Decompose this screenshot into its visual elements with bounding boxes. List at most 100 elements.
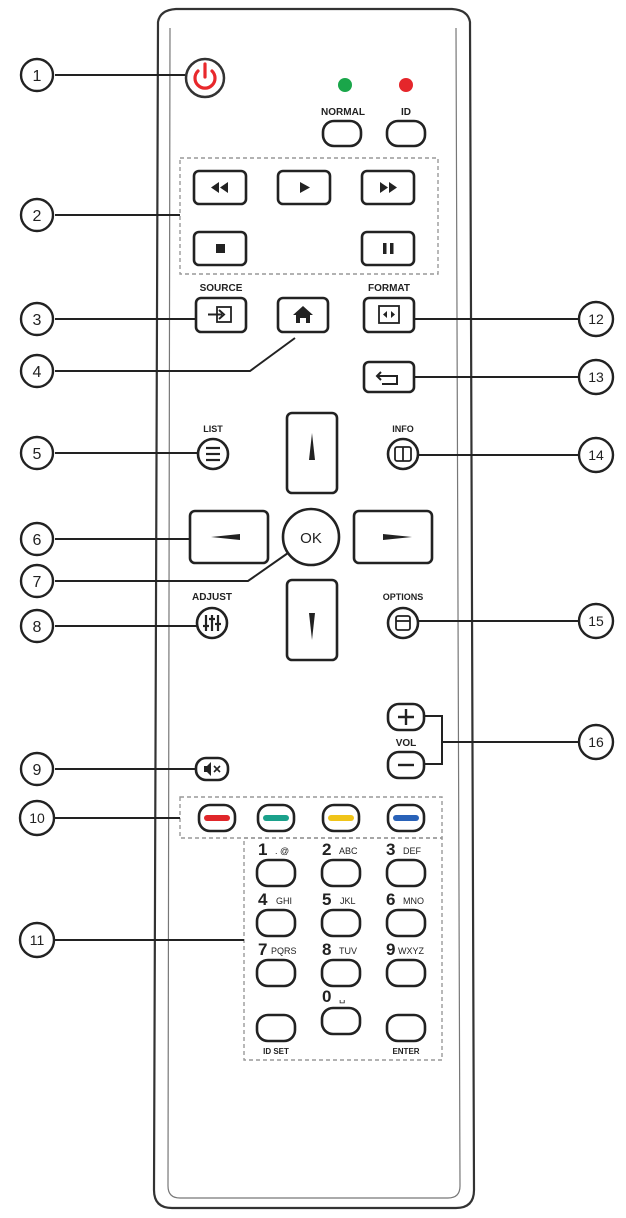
- key-digit: 5: [322, 890, 331, 909]
- svg-text:1: 1: [33, 68, 42, 85]
- id-set-button[interactable]: ID SET: [255, 1013, 297, 1056]
- key-8[interactable]: 8 TUV: [320, 940, 362, 988]
- key-0[interactable]: 0 ␣: [320, 987, 362, 1036]
- ok-label: OK: [300, 530, 322, 547]
- key-letters: PQRS: [271, 946, 297, 956]
- numeric-keypad-group-box: [243, 837, 443, 1061]
- key-7[interactable]: 7 PQRS: [255, 940, 297, 988]
- adjust-sliders-icon: [203, 615, 221, 631]
- play-icon: [300, 182, 310, 193]
- up-button[interactable]: [285, 411, 339, 495]
- list-label: LIST: [203, 424, 223, 434]
- list-icon: [206, 446, 220, 462]
- key-letters: MNO: [403, 896, 424, 906]
- id-label: ID: [401, 107, 411, 118]
- key-3[interactable]: 3 DEF: [385, 840, 427, 888]
- rewind-icon: [211, 182, 228, 193]
- svg-text:15: 15: [588, 613, 604, 629]
- svg-text:9: 9: [33, 762, 42, 779]
- left-button[interactable]: [188, 509, 270, 565]
- key-digit: 0: [322, 987, 331, 1006]
- svg-text:4: 4: [33, 364, 42, 381]
- key-1[interactable]: 1 . @: [255, 840, 297, 888]
- enter-button[interactable]: ENTER: [385, 1013, 427, 1056]
- callout-2: 2: [19, 197, 55, 233]
- format-button[interactable]: [362, 296, 416, 334]
- arrow-right-icon: [383, 534, 412, 540]
- callout-11: 11: [18, 921, 56, 959]
- key-9[interactable]: 9 WXYZ: [385, 940, 427, 988]
- play-button[interactable]: [276, 169, 332, 206]
- svg-text:13: 13: [588, 369, 604, 385]
- pause-icon: [383, 243, 394, 254]
- pause-button[interactable]: [360, 230, 416, 267]
- list-button[interactable]: [196, 437, 230, 471]
- source-label: SOURCE: [200, 283, 243, 294]
- id-set-label: ID SET: [263, 1047, 289, 1056]
- callout-markers: 1 2 3 4 5 6 7 8 9 10 11 12 13 14 15 16: [18, 57, 615, 959]
- key-letters: JKL: [340, 896, 356, 906]
- key-letters: ␣: [339, 993, 345, 1004]
- key-4[interactable]: 4 GHI: [255, 890, 297, 938]
- adjust-button[interactable]: [195, 606, 229, 640]
- key-letters: DEF: [403, 846, 422, 856]
- options-icon: [395, 615, 411, 631]
- key-letters: GHI: [276, 896, 292, 906]
- callout-9: 9: [19, 751, 55, 787]
- callout-7: 7: [19, 563, 55, 599]
- color-key-red[interactable]: [197, 803, 237, 833]
- color-key-yellow[interactable]: [321, 803, 361, 833]
- key-digit: 7: [258, 940, 267, 959]
- key-5[interactable]: 5 JKL: [320, 890, 362, 938]
- callout-16: 16: [577, 723, 615, 761]
- down-button[interactable]: [285, 578, 339, 662]
- key-digit: 1: [258, 840, 267, 859]
- back-button[interactable]: [362, 360, 416, 394]
- svg-text:6: 6: [33, 532, 42, 549]
- ok-button[interactable]: OK: [281, 507, 341, 567]
- volume-up-button[interactable]: [386, 702, 426, 732]
- arrow-up-icon: [309, 433, 315, 460]
- stop-button[interactable]: [192, 230, 248, 267]
- key-digit: 9: [386, 940, 395, 959]
- key-digit: 6: [386, 890, 395, 909]
- home-button[interactable]: [276, 296, 330, 334]
- info-icon: [394, 446, 412, 462]
- fast-forward-button[interactable]: [360, 169, 416, 206]
- key-letters: TUV: [339, 946, 357, 956]
- svg-text:2: 2: [33, 208, 42, 225]
- options-label: OPTIONS: [383, 592, 424, 602]
- normal-button[interactable]: [321, 119, 363, 148]
- power-button[interactable]: [184, 57, 226, 99]
- callout-13: 13: [577, 358, 615, 396]
- format-icon: [378, 305, 400, 324]
- key-letters: ABC: [339, 846, 358, 856]
- svg-text:3: 3: [33, 312, 42, 329]
- mute-button[interactable]: [194, 756, 230, 782]
- svg-text:8: 8: [33, 619, 42, 636]
- options-button[interactable]: [386, 606, 420, 640]
- callout-4: 4: [19, 353, 55, 389]
- color-key-green[interactable]: [256, 803, 296, 833]
- key-digit: 8: [322, 940, 331, 959]
- rewind-button[interactable]: [192, 169, 248, 206]
- key-2[interactable]: 2 ABC: [320, 840, 362, 888]
- callout-15: 15: [577, 602, 615, 640]
- back-icon: [375, 371, 398, 385]
- color-key-blue[interactable]: [386, 803, 426, 833]
- arrow-left-icon: [211, 534, 240, 540]
- id-button[interactable]: [385, 119, 427, 148]
- callout-1: 1: [19, 57, 55, 93]
- enter-label: ENTER: [392, 1047, 419, 1056]
- source-button[interactable]: [194, 296, 248, 334]
- svg-text:12: 12: [588, 311, 604, 327]
- home-icon: [293, 306, 313, 323]
- volume-down-button[interactable]: [386, 750, 426, 780]
- adjust-label: ADJUST: [192, 592, 232, 603]
- callout-10: 10: [18, 799, 56, 837]
- callout-12: 12: [577, 300, 615, 338]
- led-green: [338, 78, 352, 92]
- right-button[interactable]: [352, 509, 434, 565]
- key-6[interactable]: 6 MNO: [385, 890, 427, 938]
- info-button[interactable]: [386, 437, 420, 471]
